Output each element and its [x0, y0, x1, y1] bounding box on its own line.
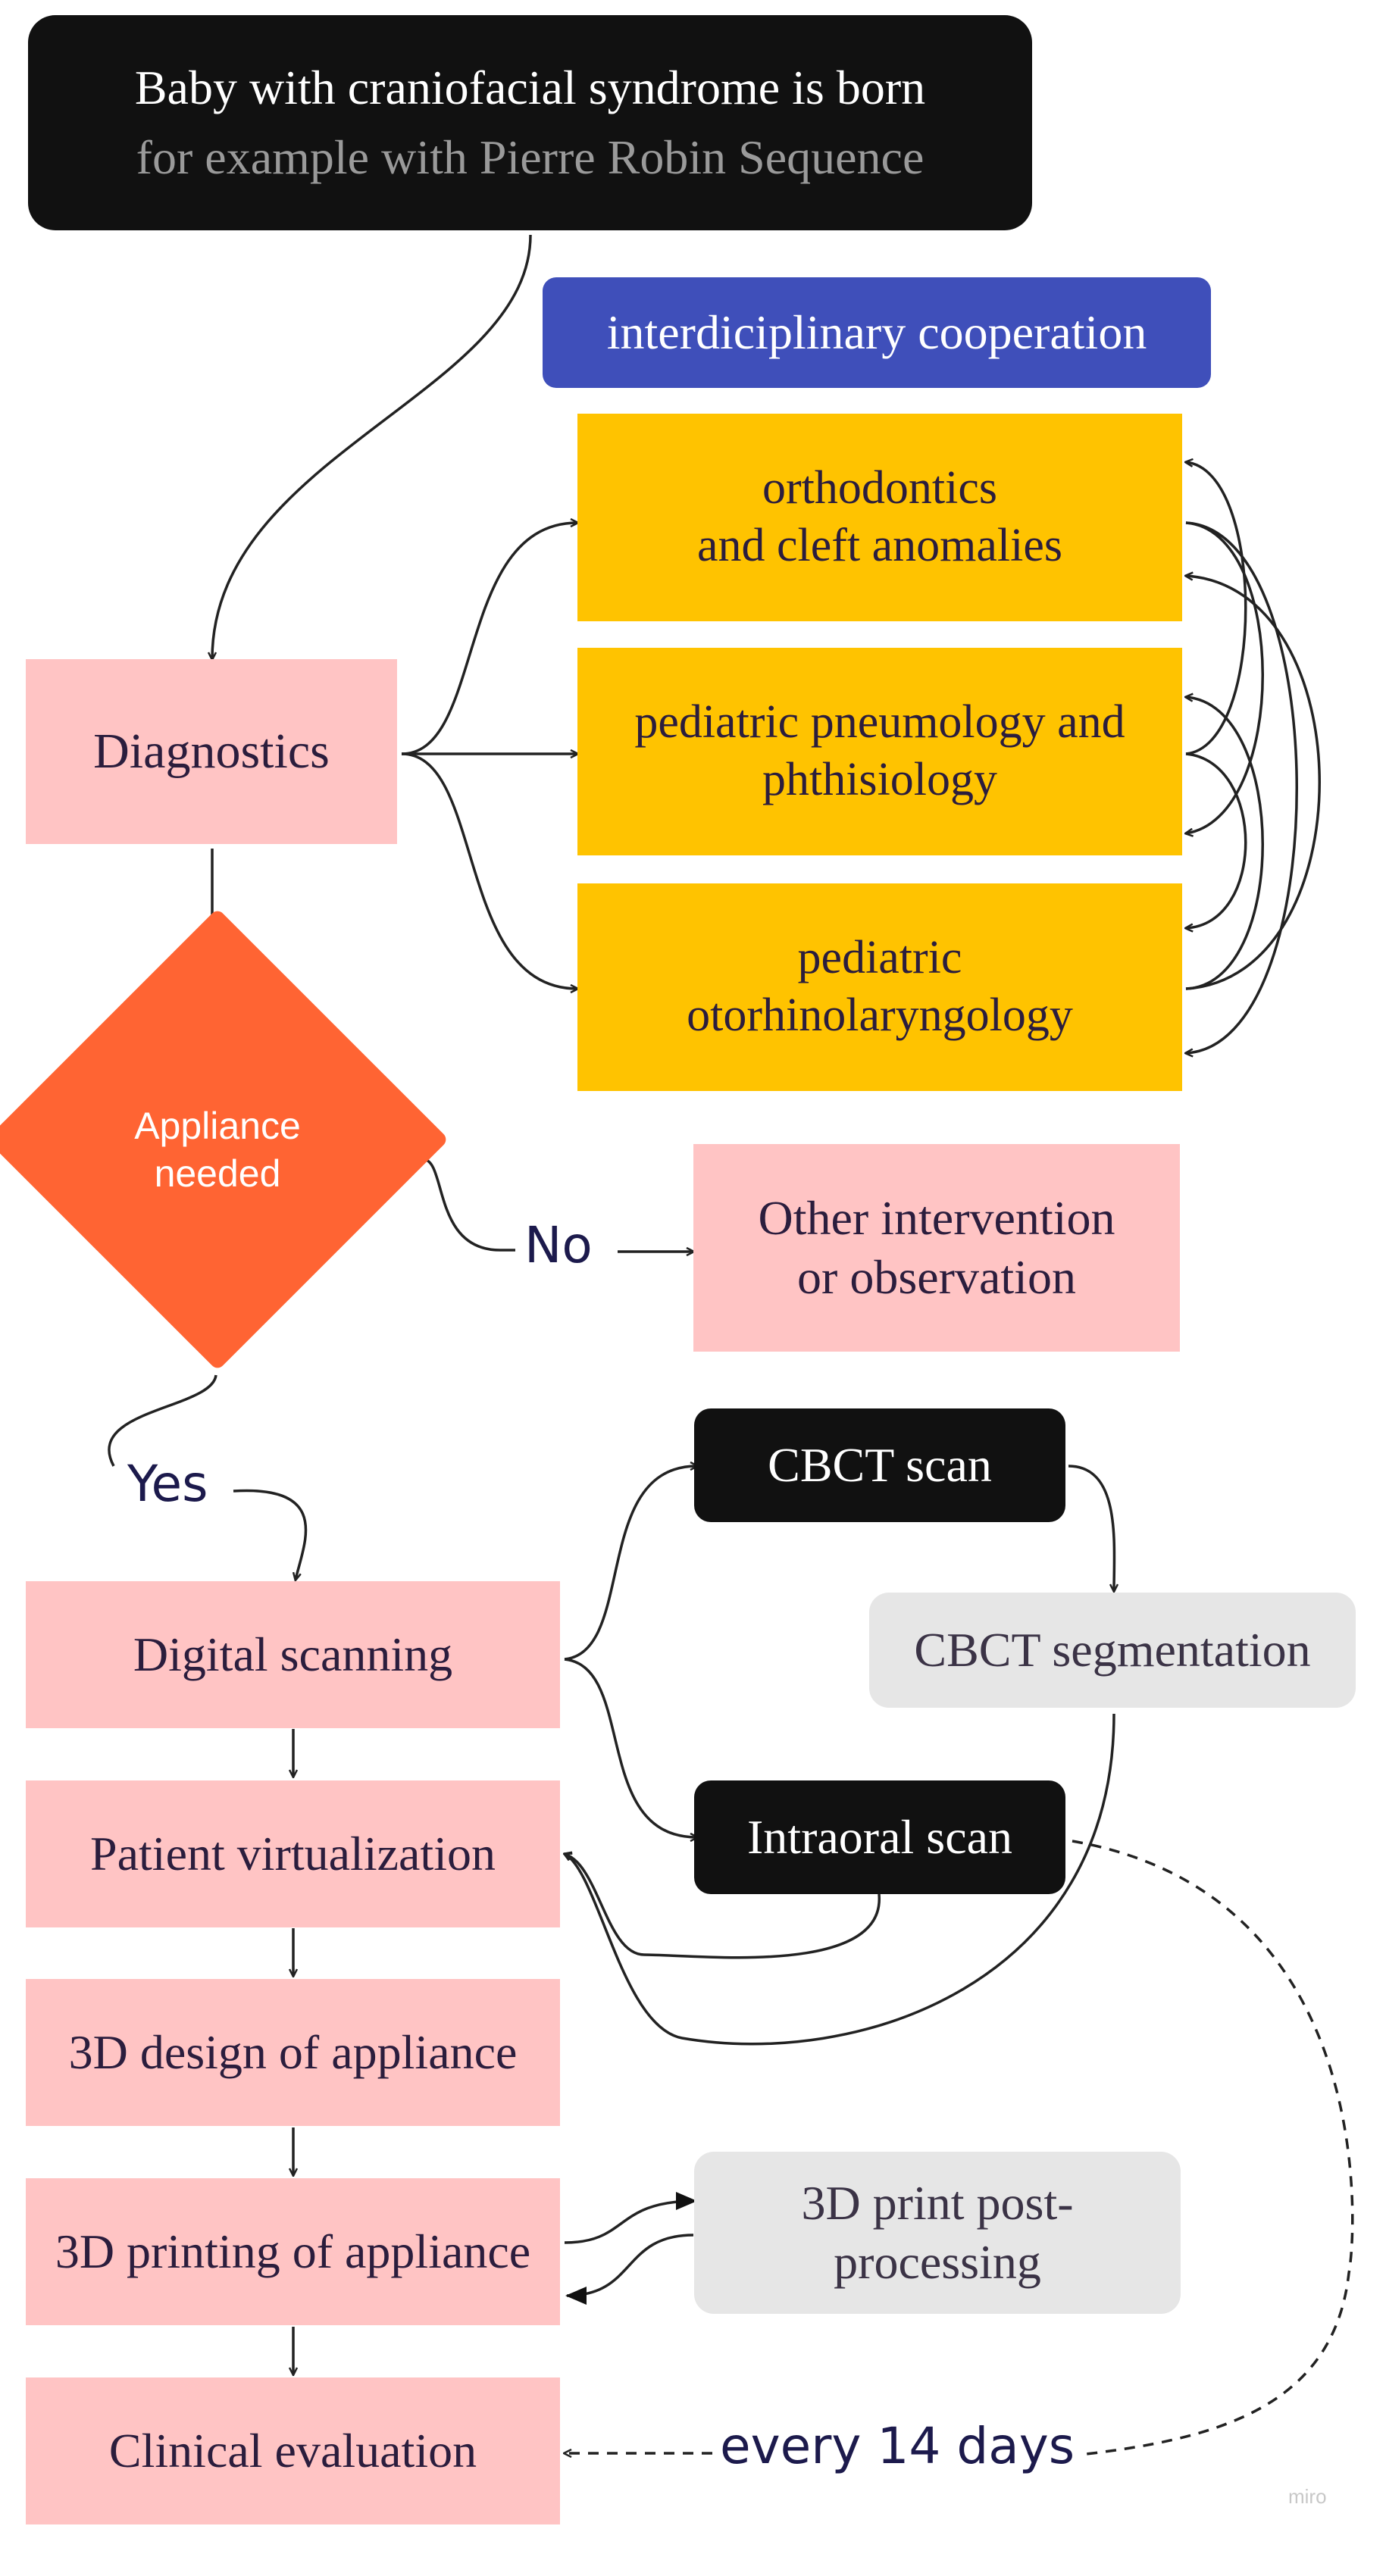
specialty-otorhinolaryngology: pediatric otorhinolaryngology [577, 883, 1182, 1091]
edge-digital-cbct [564, 1466, 697, 1661]
edge-digital-intraoral [564, 1658, 697, 1837]
start-subtitle: for example with Pierre Robin Sequence [136, 130, 925, 184]
interdisciplinary-header: interdiciplinary cooperation [543, 277, 1211, 388]
diagnostics-node: Diagnostics [26, 659, 397, 844]
diagnostics-label: Diagnostics [93, 723, 330, 779]
edge-decision-yes [108, 1374, 217, 1467]
post-processing-node: 3D print post- processing [694, 2152, 1181, 2314]
start-node: Baby with craniofacial syndrome is born … [28, 15, 1032, 230]
3d-printing-node: 3D printing of appliance [26, 2178, 560, 2325]
interdisciplinary-label: interdiciplinary cooperation [606, 305, 1147, 359]
edge-decision-no [422, 1158, 515, 1252]
start-title: Baby with craniofacial syndrome is born [134, 60, 926, 114]
patient-virtualization-node: Patient virtualization [26, 1780, 560, 1927]
cbct-scan-node: CBCT scan [694, 1408, 1065, 1522]
edge-yes-digital [233, 1489, 308, 1580]
edge-intraoral-followup [1072, 1840, 1354, 2456]
intraoral-scan-label: Intraoral scan [746, 1809, 1013, 1864]
edge-segmentation-virtualization [565, 1713, 1115, 2046]
edge-intraoral-virtualization [565, 1854, 881, 1959]
other-intervention-node: Other intervention or observation [693, 1144, 1180, 1352]
loop-orthodontics-otorhinolaryngology [1186, 521, 1298, 1053]
clinical-evaluation-node: Clinical evaluation [26, 2377, 560, 2524]
cbct-scan-label: CBCT scan [768, 1437, 992, 1492]
loop-otorhinolaryngology-orthodontics [1186, 576, 1321, 990]
loop-orthodontics-pneumology [1186, 521, 1264, 833]
followup-label: every 14 days [720, 2417, 1075, 2475]
loop-pneumology-otorhinolaryngology [1186, 752, 1247, 928]
cbct-segmentation-node: CBCT segmentation [869, 1593, 1356, 1708]
specialty-pneumology: pediatric pneumology and phthisiology [577, 648, 1182, 855]
no-label: No [524, 1216, 593, 1274]
edge-start-diagnostics [212, 234, 532, 659]
decision-label: Appliance needed [134, 1105, 301, 1195]
loop-pneumology-orthodontics [1186, 462, 1247, 755]
yes-label: Yes [127, 1455, 208, 1513]
loop-otorhinolaryngology-pneumology [1186, 697, 1264, 990]
edge-cbct-segmentation [1068, 1465, 1114, 1591]
intraoral-scan-node: Intraoral scan [694, 1780, 1065, 1894]
specialty-orthodontics: orthodontics and cleft anomalies [577, 414, 1182, 621]
3d-design-node: 3D design of appliance [26, 1979, 560, 2126]
edge-diagnostics-orthodontics [401, 523, 577, 755]
cbct-segmentation-label: CBCT segmentation [914, 1622, 1311, 1677]
edge-postprocessing-printing [565, 2234, 694, 2305]
edge-diagnostics-otorhinolaryngology [401, 752, 577, 989]
edge-printing-postprocessing [564, 2192, 697, 2244]
miro-watermark: miro [1288, 2485, 1327, 2508]
digital-scanning-node: Digital scanning [26, 1581, 560, 1728]
